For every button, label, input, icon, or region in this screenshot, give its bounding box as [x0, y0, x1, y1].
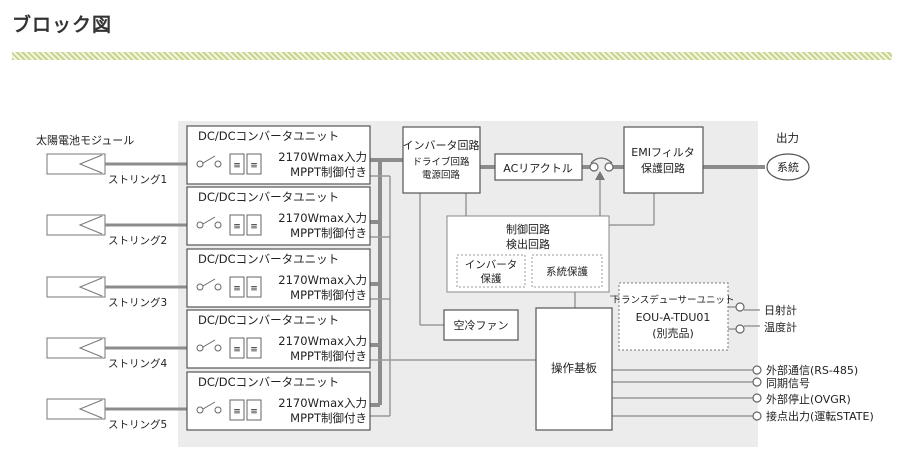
solar-module-group	[46, 153, 196, 420]
svg-text:≡: ≡	[233, 345, 241, 355]
pyranometer-label: 日射計	[764, 303, 797, 317]
grid-protection-label: 系統保護	[546, 265, 588, 278]
dcdc-spec-input: 2170Wmax入力	[278, 334, 367, 348]
string-label-5: ストリング5	[108, 418, 167, 431]
svg-text:≡: ≡	[250, 345, 258, 355]
inverter-block: インバータ回路 ドライブ回路 電源回路	[402, 126, 481, 194]
solar-string-1	[46, 153, 196, 175]
operation-board-label: 操作基板	[551, 361, 597, 375]
io-label-rs485: 外部通信(RS-485)	[766, 363, 858, 377]
inverter-circuit-label: インバータ回路	[403, 139, 480, 152]
dcdc-spec-input: 2170Wmax入力	[278, 273, 367, 287]
cooling-fan-label: 空冷ファン	[454, 318, 509, 332]
io-label-contact-out: 接点出力(運転STATE)	[766, 409, 874, 423]
dcdc-spec-input: 2170Wmax入力	[278, 396, 367, 410]
dcdc-unit-3: ≡ ≡ DC/DCコンバータユニット 2170Wmax入力 MPPT制御付き	[186, 248, 371, 308]
svg-text:≡: ≡	[250, 222, 258, 232]
svg-text:≡: ≡	[233, 284, 241, 294]
transducer-label: トランスデューサーユニット	[611, 294, 734, 306]
solar-module-label: 太陽電池モジュール	[36, 134, 134, 147]
inverter-protection-label: インバータ	[465, 259, 518, 271]
svg-text:≡: ≡	[250, 161, 258, 171]
io-label-sync: 同期信号	[766, 377, 810, 390]
thermometer-label: 温度計	[764, 320, 797, 334]
relay-switch-icon	[589, 157, 614, 172]
string-label-3: ストリング3	[108, 296, 167, 309]
string-label-1: ストリング1	[108, 173, 167, 186]
dcdc-title: DC/DCコンバータユニット	[198, 252, 339, 266]
detection-circuit-label: 検出回路	[506, 237, 550, 251]
protection-circuit-label: 保護回路	[641, 161, 685, 175]
ac-reactor-label: ACリアクトル	[503, 162, 572, 175]
svg-text:≡: ≡	[250, 284, 258, 294]
dcdc-spec-mppt: MPPT制御付き	[290, 226, 367, 240]
control-circuit-label: 制御回路	[506, 222, 550, 236]
control-circuit-block: 制御回路 検出回路 インバータ 保護 系統保護	[446, 215, 610, 293]
dcdc-spec-mppt: MPPT制御付き	[290, 165, 367, 179]
emi-filter-label: EMIフィルタ	[631, 146, 694, 159]
title-divider	[12, 52, 892, 60]
dcdc-spec-mppt: MPPT制御付き	[290, 411, 367, 425]
dcdc-title: DC/DCコンバータユニット	[198, 375, 339, 389]
page-title: ブロック図	[12, 14, 113, 36]
cooling-fan-block: 空冷ファン	[443, 309, 519, 341]
transducer-note: (別売品)	[652, 327, 694, 340]
emi-filter-block: EMIフィルタ 保護回路	[623, 126, 704, 194]
dcdc-title: DC/DCコンバータユニット	[198, 190, 339, 204]
ac-reactor-block: ACリアクトル	[494, 153, 583, 181]
output-label: 出力	[776, 131, 799, 145]
dcdc-unit-5: ≡ ≡ DC/DCコンバータユニット 2170Wmax入力 MPPT制御付き	[186, 371, 371, 431]
dcdc-spec-mppt: MPPT制御付き	[290, 288, 367, 302]
dcdc-unit-1: ≡ ≡ DC/DCコンバータユニット 2170Wmax入力 MPPT制御付き	[186, 125, 371, 185]
drive-circuit-label: ドライブ回路	[412, 156, 470, 168]
string-label-2: ストリング2	[108, 234, 167, 247]
grid-label: 系統	[777, 160, 799, 174]
solar-string-4	[46, 337, 196, 359]
operation-board-block: 操作基板	[535, 307, 613, 431]
power-circuit-label: 電源回路	[422, 169, 461, 181]
solar-string-5	[46, 398, 196, 420]
dcdc-unit-2: ≡ ≡ DC/DCコンバータユニット 2170Wmax入力 MPPT制御付き	[186, 186, 371, 246]
dcdc-spec-mppt: MPPT制御付き	[290, 349, 367, 363]
solar-string-3	[46, 276, 196, 298]
arrow-icon	[595, 171, 605, 180]
dcdc-title: DC/DCコンバータユニット	[198, 129, 339, 143]
dcdc-spec-input: 2170Wmax入力	[278, 211, 367, 225]
dcdc-title: DC/DCコンバータユニット	[198, 313, 339, 327]
transducer-model: EOU-A-TDU01	[636, 311, 711, 324]
grid-node: 系統	[766, 153, 810, 181]
transducer-unit-block: トランスデューサーユニット EOU-A-TDU01 (別売品)	[611, 282, 735, 351]
dcdc-spec-input: 2170Wmax入力	[278, 150, 367, 164]
string-label-4: ストリング4	[108, 357, 167, 370]
svg-text:≡: ≡	[250, 407, 258, 417]
sensor-terminals	[735, 302, 745, 334]
io-label-ext-stop: 外部停止(OVGR)	[766, 392, 851, 406]
inverter-protection-label-2: 保護	[481, 272, 502, 285]
dcdc-unit-4: ≡ ≡ DC/DCコンバータユニット 2170Wmax入力 MPPT制御付き	[186, 309, 371, 369]
svg-text:≡: ≡	[233, 222, 241, 232]
io-terminals	[752, 365, 762, 421]
solar-string-2	[46, 214, 196, 236]
svg-text:≡: ≡	[233, 161, 241, 171]
svg-text:≡: ≡	[233, 407, 241, 417]
